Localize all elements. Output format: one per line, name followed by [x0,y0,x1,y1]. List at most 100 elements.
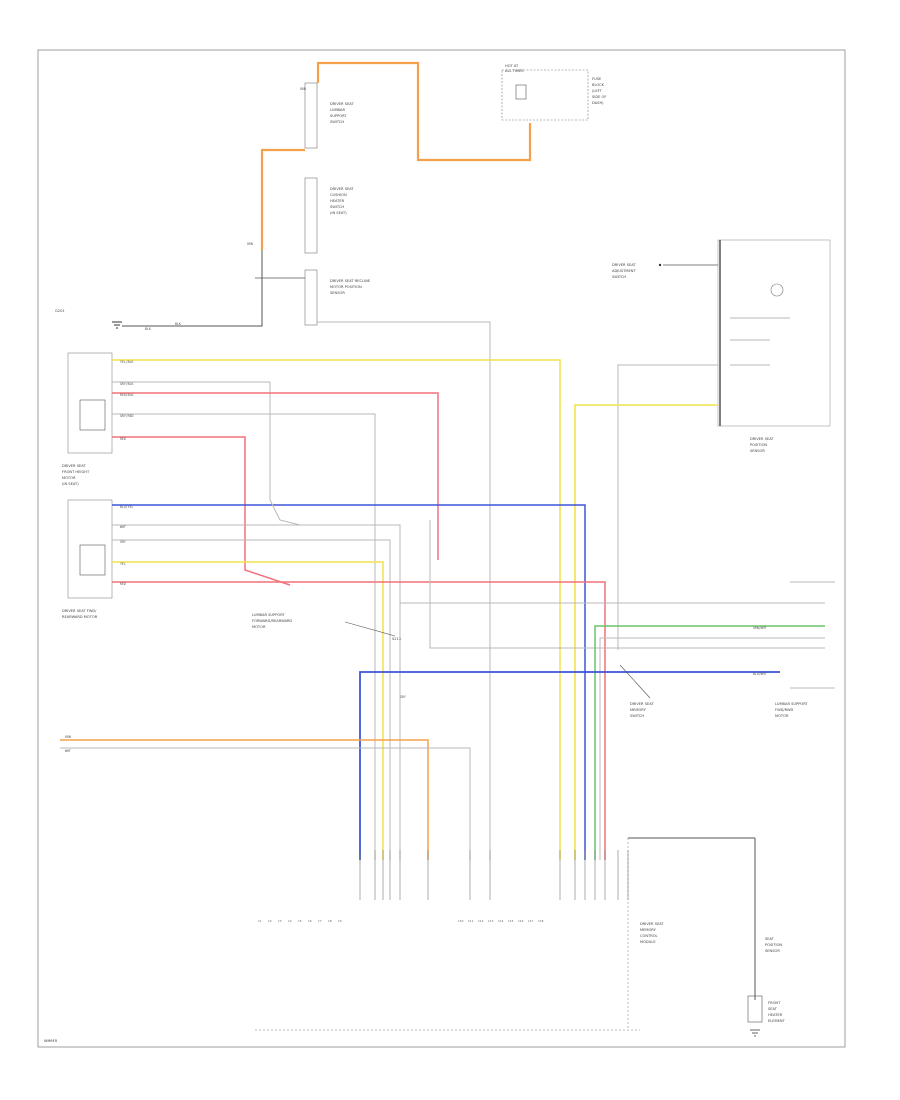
fuse-side-1: BLOCK [592,83,605,87]
fuse-side-3: SIDE OF [592,95,606,99]
wire-gray-1 [112,381,271,500]
right-motor-label-2: SENSOR [750,449,765,453]
heated-label-0: DRIVER SEAT [330,187,354,191]
diagram-frame [37,49,846,1048]
lumbar-right-label-0: LUMBAR SUPPORT [775,702,808,706]
front-motor-label-2: MOTOR [62,476,76,480]
lbl-yel-1: YEL/BLK [120,360,134,364]
rear-motor-inner [79,544,106,576]
fuse-block [501,69,589,121]
lbl-blu-1: BLU/YEL [120,505,134,509]
rear-motor-box [67,499,113,599]
front-motor-label-0: DRIVER SEAT [62,464,86,468]
lumbar-left-label-1: FORWARD/REARWARD [252,619,292,623]
pin-5: C6 [308,919,312,923]
fuse-side-2: (LEFT [592,89,603,93]
pin-7: C8 [328,919,332,923]
module-label-2: SWITCH [630,714,644,718]
wire-gray-5 [269,499,301,526]
pin-12: C13 [488,919,494,923]
module-bottom-label-0: DRIVER SEAT [640,922,664,926]
rear-motor-label-0: DRIVER SEAT FWD/ [62,609,97,613]
wire-red-3 [112,581,606,860]
right-motor-icon [770,283,784,297]
ground-icon-bottom [750,1029,760,1037]
lumbar-right-label-2: MOTOR [775,714,789,718]
wire-gray-4 [112,539,391,860]
module-bottom-label-3: MODULE [640,940,656,944]
lbl-wht-bl: WHT [65,749,71,753]
lumbar-switch-box [304,82,318,149]
front-motor-label-1: FRONT HEIGHT [62,470,90,474]
br-unit-label-0: FRONT [768,1001,781,1005]
lumbar-right-label-1: FWD/RWD [775,708,794,712]
wire-blue-1 [112,504,586,860]
wire-orange-left [260,148,305,250]
connector-ticks [359,850,629,900]
module-label-1: MEMORY [630,708,647,712]
right-motor-label-1: POSITION [750,443,767,447]
recline-switch-box [304,269,318,326]
lbl-orn-top: ORN [300,87,306,91]
fuse-icon [515,84,527,100]
heated-switch-box [304,177,318,254]
pin-9: C10 [458,919,464,923]
lbl-red-2: RED [120,437,126,441]
right-motor-label-0: DRIVER SEAT [750,437,774,441]
wire-gray-3 [112,524,401,860]
fuse-block-label-0: HOT AT [505,64,519,68]
module-bottom-label-1: MEMORY [640,928,657,932]
right-switch-label-2: SWITCH [612,275,626,279]
wire-red-2 [112,436,291,586]
br-sensor-label-0: SEAT [765,937,775,941]
pin-10: C11 [468,919,474,923]
lbl-wht-1: WHT [120,525,126,529]
pin-13: C14 [498,919,504,923]
wire-yellow-2 [112,561,384,860]
heated-label-2: HEATER [330,199,345,203]
lumbar-switch-label-0: DRIVER SEAT [330,102,354,106]
recline-label-1: MOTOR POSITION [330,285,362,289]
pin-3: C4 [288,919,292,923]
lbl-blk-2: BLK [175,322,181,326]
wire-yellow-1 [112,359,561,860]
heated-label-4: (IN SEAT) [330,211,347,215]
br-unit-label-2: HEATER [768,1013,783,1017]
wire-green-r [594,625,825,860]
pin-14: C15 [508,919,514,923]
wire-red-1 [112,392,439,560]
lbl-yel-2: YEL [120,562,126,566]
module-bottom-label-2: CONTROL [640,934,658,938]
wire-dark-ground [122,250,263,327]
pin-4: C5 [298,919,302,923]
front-motor-label-3: (IN SEAT) [62,482,79,486]
lbl-orn-left: ORN [247,242,253,246]
lbl-gry-2: GRY/RED [120,414,134,418]
fuse-side-0: FUSE [592,77,602,81]
br-unit-label-3: ELEMENT [768,1019,786,1023]
wire-orange-bottom [60,739,429,860]
fuse-block-label-1: ALL TIMES [505,69,524,73]
front-motor-inner [79,399,106,431]
footer-code: W99F0 [44,1038,58,1043]
pin-2: C3 [278,919,282,923]
wire-gray-2 [112,413,376,860]
lbl-gry-3: GRY [120,540,126,544]
recline-label-2: SENSOR [330,291,345,295]
recline-label-0: DRIVER SEAT RECLINE [330,279,371,283]
module-label-0: DRIVER SEAT [630,702,654,706]
right-switch-label-0: DRIVER SEAT [612,263,636,267]
wire-orange-top [316,61,532,162]
lbl-red-3: RED [120,582,126,586]
lbl-gry-1: GRY/BLK [120,382,134,386]
module-pointer [619,664,651,699]
lbl-grn-r: GRN/WHT [753,626,767,630]
heated-label-3: SWITCH [330,205,344,209]
heated-label-1: CUSHION [330,193,347,197]
lumbar-switch-label-3: SWITCH [330,120,344,124]
pin-0: C1 [258,919,262,923]
lumbar-left-pointer [344,621,396,637]
ground-label-0: G201 [55,309,65,313]
lbl-gry-sp: GRY [400,695,406,699]
